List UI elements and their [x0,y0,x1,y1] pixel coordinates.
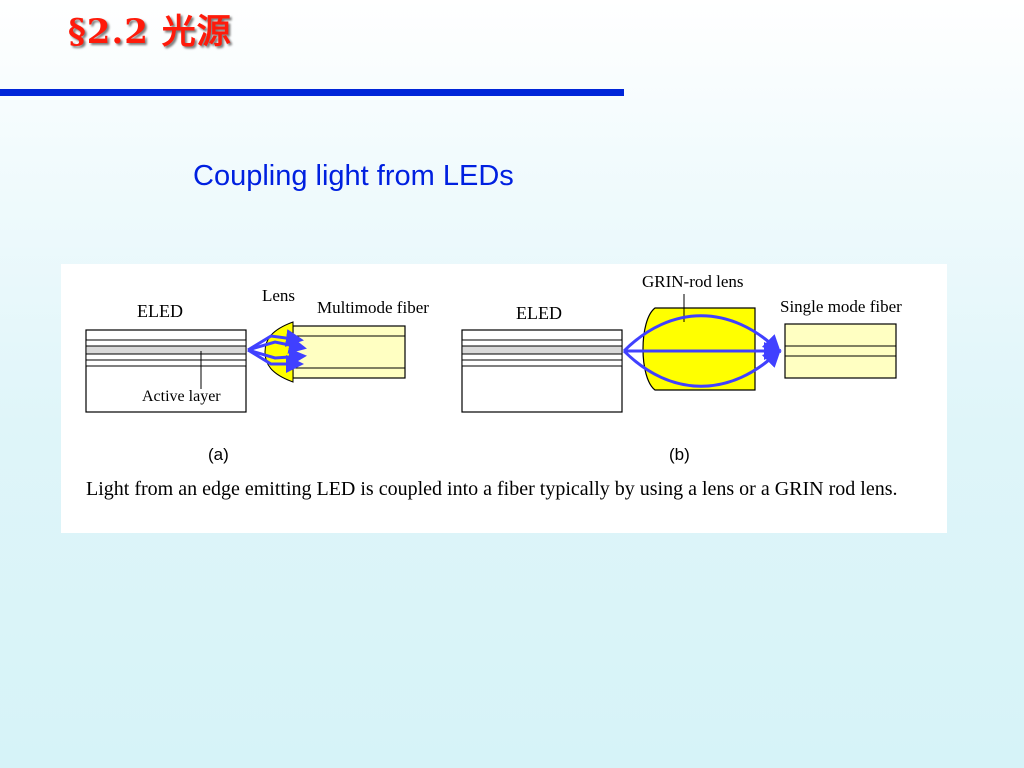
panel-b: ELED GRIN-rod lens Single mode fiber [461,272,902,464]
fiber-label-b: Single mode fiber [780,297,902,316]
sub-label-a: (a) [208,445,229,464]
slide-subtitle: Coupling light from LEDs [193,160,514,192]
coupling-diagram: ELED Active layer Lens Multimode fiber [85,272,902,464]
lens-a [264,321,294,383]
fiber-label-a: Multimode fiber [317,298,429,317]
multimode-fiber [292,325,406,379]
active-layer-label: Active layer [142,388,221,405]
figure-caption: Light from an edge emitting LED is coupl… [86,478,898,500]
lens-label-a: Lens [262,286,295,305]
title-underline [0,89,624,96]
eled-body-a [85,329,247,413]
light-rays-b [622,314,782,388]
light-rays-a [247,329,307,373]
sub-label-b: (b) [669,445,690,464]
eled-label-a: ELED [137,301,183,321]
slide-title: §2.2 光源 [68,12,232,52]
figure-panel: ELED Active layer Lens Multimode fiber [61,264,947,533]
single-mode-fiber [784,323,897,379]
eled-body-b [461,329,623,413]
lens-label-b: GRIN-rod lens [642,272,744,291]
grin-rod-lens [642,307,756,391]
panel-a: ELED Active layer Lens Multimode fiber [85,286,429,464]
eled-label-b: ELED [516,303,562,323]
